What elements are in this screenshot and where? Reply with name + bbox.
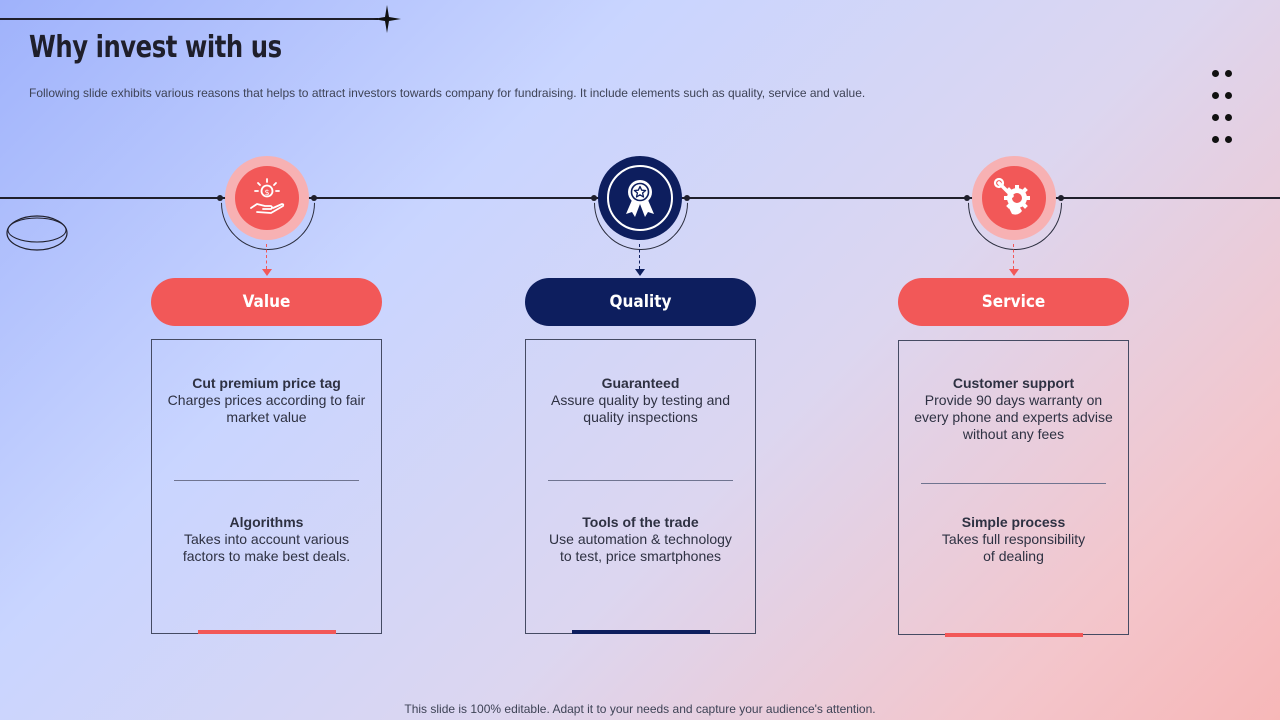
pill-value: Value (151, 278, 382, 326)
connector-arrow-icon (262, 269, 272, 276)
footer-note: This slide is 100% editable. Adapt it to… (404, 702, 876, 716)
top-accent-line (0, 18, 378, 20)
card-divider (548, 480, 733, 481)
connector-dashed-line (639, 244, 640, 269)
connector-arrow-icon (1009, 269, 1019, 276)
card-top-block: Customer support Provide 90 days warrant… (899, 375, 1128, 443)
card-text: factors to make best deals. (182, 548, 351, 564)
pill-label: Quality (609, 292, 672, 312)
value-icon-badge: $ (201, 136, 335, 270)
card-top-block: Cut premium price tag Charges prices acc… (152, 375, 381, 426)
card-value: Cut premium price tag Charges prices acc… (151, 339, 382, 634)
card-bottom-block: Simple process Takes full responsibility… (899, 514, 1128, 565)
card-bottom-block: Tools of the trade Use automation & tech… (526, 514, 755, 565)
card-text: Takes full responsibility (941, 531, 1086, 547)
card-heading: Customer support (952, 375, 1075, 391)
sparkle-icon (373, 5, 401, 33)
timeline-node (684, 195, 690, 201)
pill-label: Service (981, 292, 1046, 312)
timeline-node (217, 195, 223, 201)
card-heading: Simple process (961, 514, 1066, 530)
card-accent-bar (572, 630, 710, 634)
card-text: Charges prices according to fair (167, 392, 366, 408)
pill-label: Value (242, 292, 291, 312)
quality-icon-badge (574, 136, 708, 270)
card-service: Customer support Provide 90 days warrant… (898, 340, 1129, 637)
card-accent-bar (198, 630, 336, 634)
card-bottom-block: Algorithms Takes into account various fa… (152, 514, 381, 565)
card-text: quality inspections (583, 409, 698, 425)
repair-tools-icon (993, 177, 1030, 215)
connector-arrow-icon (635, 269, 645, 276)
dollar-hand-icon: $ (250, 178, 285, 214)
card-heading: Cut premium price tag (192, 375, 341, 391)
card-heading: Tools of the trade (582, 514, 699, 530)
pill-service: Service (898, 278, 1129, 326)
card-text: Use automation & technology (549, 531, 732, 547)
card-quality: Guaranteed Assure quality by testing and… (525, 339, 756, 634)
card-divider (174, 480, 359, 481)
pill-quality: Quality (525, 278, 756, 326)
card-text: Takes into account various (184, 531, 349, 547)
card-heading: Guaranteed (601, 375, 680, 391)
connector-dashed-line (266, 244, 267, 269)
card-text: Provide 90 days warranty on (924, 392, 1103, 408)
timeline-node (964, 195, 970, 201)
timeline-node (311, 195, 317, 201)
card-text: Assure quality by testing and (551, 392, 730, 408)
timeline-node (1058, 195, 1064, 201)
connector-dashed-line (1013, 244, 1014, 269)
card-text: without any fees (962, 426, 1065, 442)
service-icon-badge (948, 136, 1082, 270)
card-text: every phone and experts advise (914, 409, 1113, 425)
card-text: market value (226, 409, 307, 425)
card-text: of dealing (983, 548, 1044, 564)
card-accent-bar (945, 633, 1083, 637)
card-divider (921, 483, 1106, 484)
card-top-block: Guaranteed Assure quality by testing and… (526, 375, 755, 426)
ellipse-decoration (6, 215, 68, 251)
timeline-node (591, 195, 597, 201)
page-subtitle: Following slide exhibits various reasons… (29, 86, 866, 100)
award-ribbon-icon (626, 180, 654, 217)
svg-text:$: $ (264, 188, 269, 197)
page-title: Why invest with us (29, 30, 282, 65)
card-heading: Algorithms (229, 514, 304, 530)
card-text: to test, price smartphones (559, 548, 722, 564)
